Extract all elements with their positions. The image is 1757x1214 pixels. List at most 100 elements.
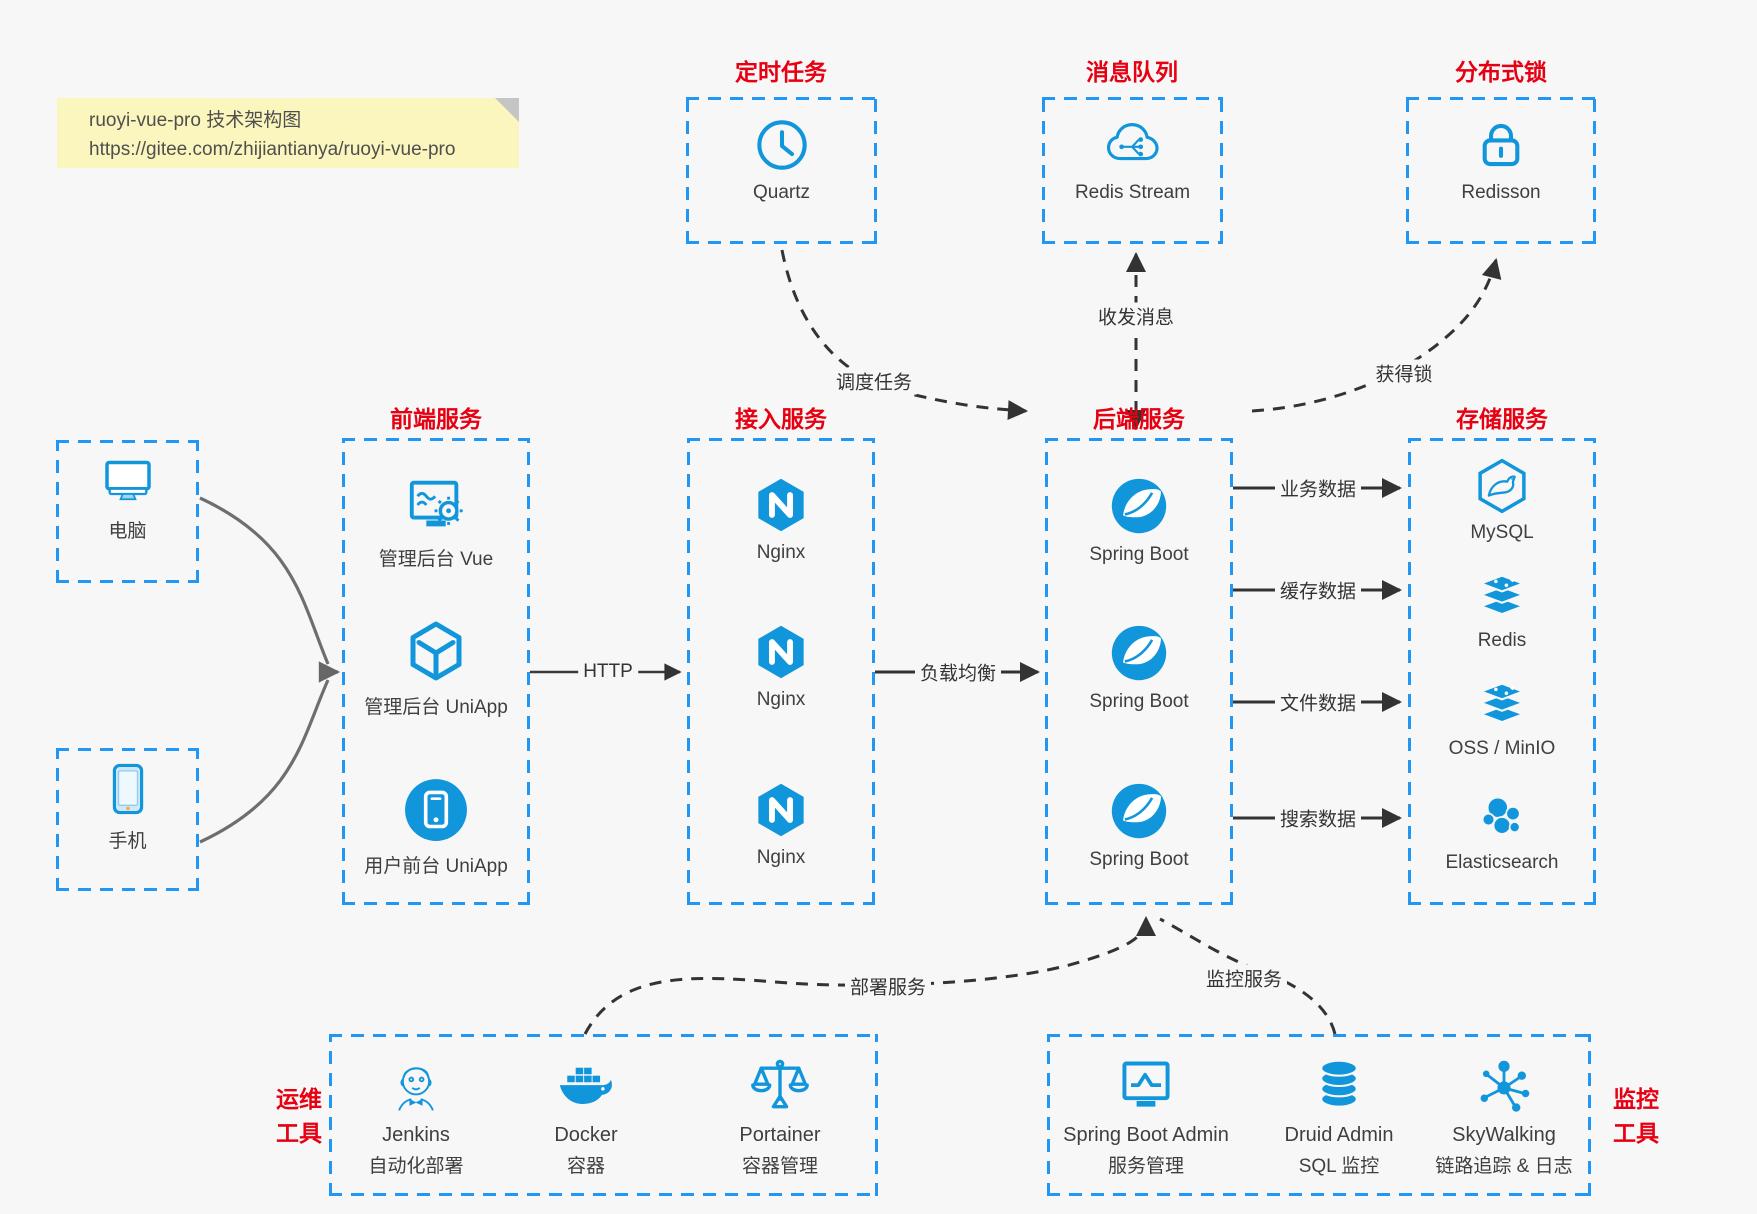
node-admin-vue: 管理后台 Vue	[342, 474, 530, 571]
edge-deploy	[583, 916, 1156, 1035]
tool-name: Jenkins	[382, 1124, 450, 1146]
node-quartz: Quartz	[686, 116, 877, 204]
tool-desc: 容器管理	[741, 1156, 818, 1177]
node-admin-uniapp: 管理后台 UniApp	[342, 620, 530, 719]
node-label: MySQL	[1470, 522, 1534, 543]
jenkins-icon	[386, 1056, 446, 1116]
uniapp-cube-icon	[404, 620, 468, 684]
title-frontend-services: 前端服务	[390, 406, 482, 432]
edge-label-send-receive: 收发消息	[1092, 302, 1180, 330]
node-phone: 手机	[56, 760, 199, 853]
node-oss-minio: OSS / MinIO	[1408, 674, 1596, 760]
note-fold-corner	[495, 98, 519, 122]
note-title: ruoyi-vue-pro 技术架构图	[89, 110, 302, 131]
node-redisson: Redisson	[1406, 116, 1596, 204]
tool-desc: 链路追踪 & 日志	[1435, 1156, 1573, 1177]
monitor-pulse-icon	[1116, 1056, 1176, 1116]
tool-name: Docker	[554, 1124, 618, 1146]
edge-label-load-balance: 负载均衡	[914, 658, 1002, 686]
redis-stack-icon	[1474, 674, 1530, 730]
title-monitor-tools: 监控 工具	[1613, 1086, 1659, 1146]
title-storage-services: 存储服务	[1456, 406, 1548, 432]
desktop-icon	[100, 452, 156, 508]
spring-icon	[1109, 476, 1169, 536]
node-label: 手机	[108, 831, 147, 852]
node-label: 管理后台 UniApp	[364, 697, 508, 718]
node-mysql: MySQL	[1408, 458, 1596, 544]
edge-phone-to-frontend	[199, 679, 330, 844]
node-jenkins: Jenkins 自动化部署	[331, 1056, 501, 1178]
user-app-icon	[403, 777, 469, 843]
spring-icon	[1109, 623, 1169, 683]
node-label: Nginx	[756, 689, 806, 710]
nginx-icon	[752, 781, 810, 839]
node-label: Spring Boot	[1089, 544, 1189, 565]
node-label: Spring Boot	[1089, 691, 1189, 712]
topology-icon	[1474, 1056, 1534, 1116]
edge-monitor	[1159, 917, 1337, 1035]
tool-name: Portainer	[739, 1124, 821, 1146]
node-label: Redis Stream	[1074, 182, 1191, 203]
node-label: Nginx	[756, 847, 806, 868]
box-monitor-tools	[1047, 1034, 1591, 1196]
node-nginx-2: Nginx	[687, 623, 875, 711]
node-nginx-3: Nginx	[687, 781, 875, 869]
tool-name: SkyWalking	[1452, 1124, 1556, 1146]
box-ops-tools	[329, 1034, 878, 1196]
node-label: Redisson	[1461, 182, 1541, 203]
node-pc: 电脑	[56, 452, 199, 543]
edge-label-search-data: 搜索数据	[1274, 804, 1362, 832]
title-ops-tools: 运维 工具	[276, 1086, 322, 1146]
sticky-note: ruoyi-vue-pro 技术架构图 https://gitee.com/zh…	[57, 98, 519, 168]
node-portainer: Portainer 容器管理	[695, 1056, 865, 1178]
edge-label-acquire-lock: 获得锁	[1370, 359, 1438, 387]
node-druid-admin: Druid Admin SQL 监控	[1249, 1056, 1429, 1178]
nginx-icon	[752, 623, 810, 681]
tool-desc: SQL 监控	[1298, 1156, 1380, 1177]
cloud-stream-icon	[1104, 116, 1162, 174]
node-label: Quartz	[752, 182, 811, 203]
tool-desc: 自动化部署	[368, 1156, 464, 1177]
mysql-icon	[1474, 458, 1530, 514]
node-redis: Redis	[1408, 566, 1596, 652]
box-redis-stream	[1042, 97, 1223, 244]
edge-label-schedule: 调度任务	[830, 367, 918, 395]
database-icon	[1309, 1056, 1369, 1116]
docker-icon	[556, 1056, 616, 1116]
edge-label-deploy: 部署服务	[844, 972, 932, 1000]
edge-label-http: HTTP	[578, 661, 638, 683]
node-label: Nginx	[756, 542, 806, 563]
node-springboot-3: Spring Boot	[1045, 781, 1233, 871]
title-message-queue: 消息队列	[1086, 59, 1178, 85]
node-user-uniapp: 用户前台 UniApp	[342, 777, 530, 878]
elasticsearch-icon	[1475, 790, 1529, 844]
edge-label-monitor: 监控服务	[1200, 964, 1288, 992]
node-springboot-2: Spring Boot	[1045, 623, 1233, 713]
tool-name: Druid Admin	[1284, 1124, 1394, 1146]
admin-vue-icon	[405, 474, 467, 536]
node-spring-boot-admin: Spring Boot Admin 服务管理	[1046, 1056, 1246, 1178]
clock-icon	[753, 116, 811, 174]
node-label: 用户前台 UniApp	[364, 856, 508, 877]
lock-icon	[1472, 116, 1530, 174]
node-nginx-1: Nginx	[687, 476, 875, 564]
node-springboot-1: Spring Boot	[1045, 476, 1233, 566]
box-redisson	[1406, 97, 1596, 244]
title-distributed-lock: 分布式锁	[1455, 59, 1547, 85]
node-label: Redis	[1477, 630, 1527, 651]
title-backend-services: 后端服务	[1093, 406, 1185, 432]
edge-schedule	[780, 249, 1028, 421]
tool-desc: 容器	[566, 1156, 605, 1177]
node-label: OSS / MinIO	[1448, 738, 1556, 759]
node-label: Spring Boot	[1089, 849, 1189, 870]
title-scheduled-tasks: 定时任务	[735, 59, 827, 85]
edge-acquire-lock	[1251, 258, 1502, 413]
edge-pc-to-frontend	[199, 496, 330, 665]
note-url: https://gitee.com/zhijiantianya/ruoyi-vu…	[89, 139, 456, 161]
edge-label-business-data: 业务数据	[1274, 474, 1362, 502]
node-docker: Docker 容器	[501, 1056, 671, 1178]
redis-stack-icon	[1474, 566, 1530, 622]
edge-label-cache-data: 缓存数据	[1274, 576, 1362, 604]
node-label: 电脑	[108, 521, 147, 542]
